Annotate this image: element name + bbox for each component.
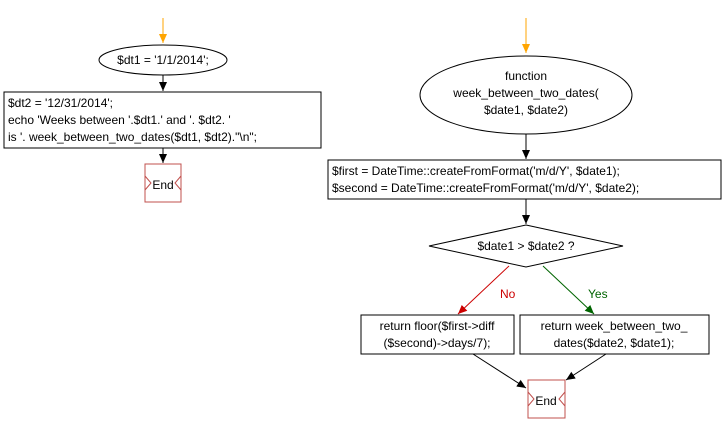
function-end-corner-marks: [527, 391, 535, 407]
yes-to-end-arrow: [565, 353, 607, 381]
main-end-corner-marks-right: [174, 175, 182, 191]
function-signature-line-1: function: [505, 69, 547, 83]
main-end-label: End: [152, 178, 173, 192]
no-action-box: [360, 314, 515, 355]
main-statement-line-2: echo 'Weeks between '.$dt1.' and '. $dt2…: [8, 113, 231, 127]
yes-branch-arrow: [542, 265, 595, 315]
no-branch-label: No: [500, 287, 516, 301]
yes-action-box: [519, 314, 710, 355]
no-action-line-1: return floor($first->diff: [380, 319, 495, 333]
main-statement-line-1: $dt2 = '12/31/2014';: [8, 96, 113, 110]
yes-action-line-2: dates($date2, $date1);: [554, 336, 675, 350]
assign-dt1-text: $dt1 = '1/1/2014';: [117, 53, 209, 67]
no-action-line-2: ($second)->days/7);: [383, 336, 490, 350]
create-dates-line-1: $first = DateTime::createFromFormat('m/d…: [332, 164, 620, 178]
yes-branch-label: Yes: [588, 287, 608, 301]
function-signature-line-3: $date1, $date2): [484, 103, 568, 117]
function-end-corner-marks-right: [558, 391, 566, 407]
main-statement-line-3: is '. week_between_two_dates($dt1, $dt2)…: [8, 130, 257, 144]
no-to-end-arrow: [472, 353, 527, 389]
function-end-label: End: [535, 394, 556, 408]
main-end-corner-marks: [144, 175, 152, 191]
no-branch-arrow: [457, 265, 510, 315]
main-statements-box: [3, 91, 322, 149]
condition-diamond: [428, 224, 624, 268]
create-dates-box: [327, 159, 722, 200]
yes-action-line-1: return week_between_two_: [541, 319, 688, 333]
create-dates-line-2: $second = DateTime::createFromFormat('m/…: [332, 181, 639, 195]
function-signature-line-2: week_between_two_dates(: [452, 86, 598, 100]
condition-text: $date1 > $date2 ?: [477, 239, 574, 253]
